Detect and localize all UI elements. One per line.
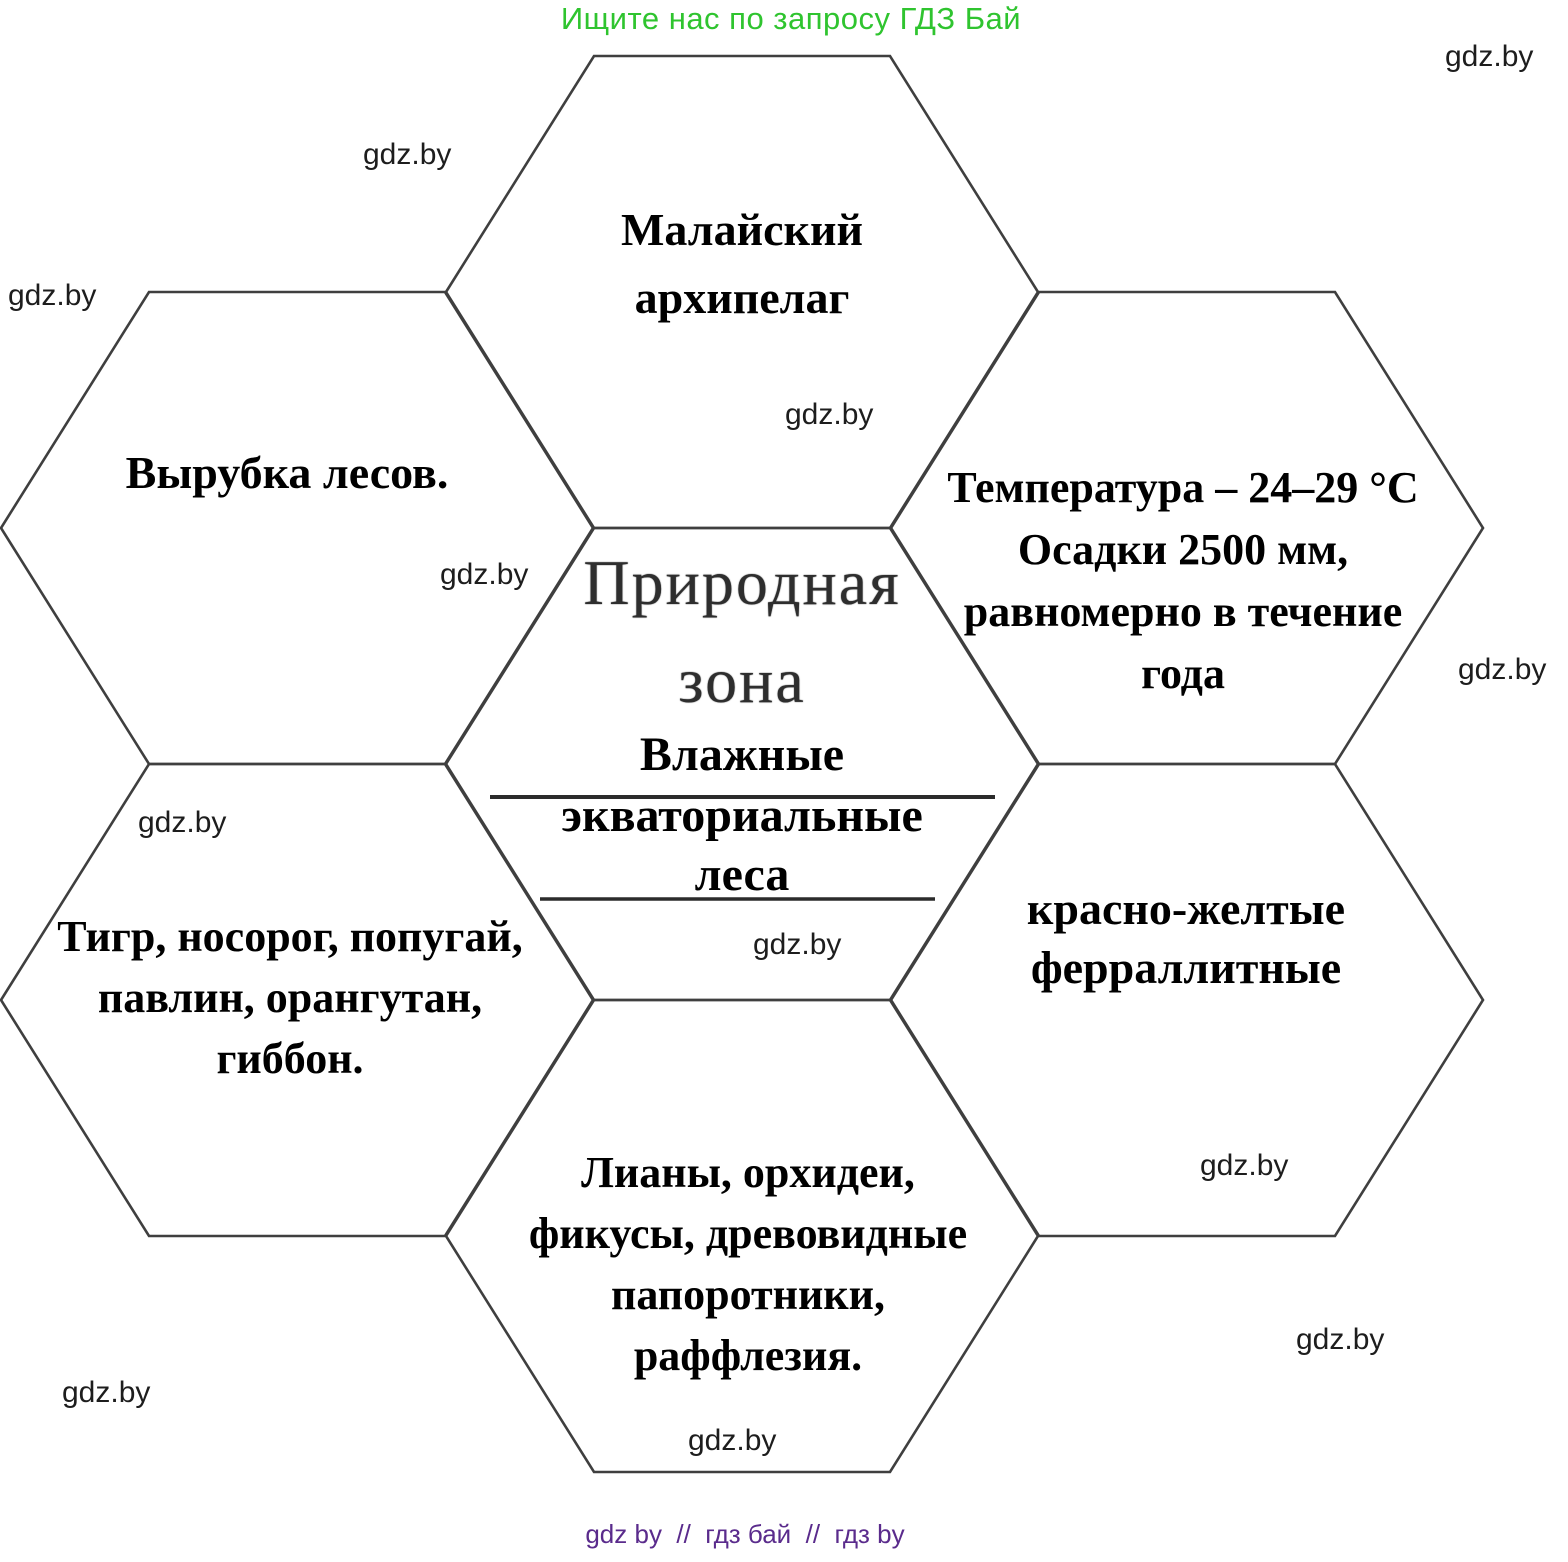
- watermark-text: gdz.by: [753, 928, 842, 961]
- bottom-hexagon-label: Лианы, орхидеи, фикусы, древовидные папо…: [488, 1142, 1008, 1386]
- footer-site-links: gdz by // гдз бай // гдз by: [585, 1519, 905, 1549]
- center-hexagon-answer-line1: Влажные: [639, 728, 845, 781]
- label-line: ферраллитные: [1030, 942, 1342, 993]
- label-line: Тигр, носорог, попугай,: [57, 912, 523, 961]
- watermark-text: gdz.by: [8, 279, 97, 312]
- label-line: Лианы, орхидеи,: [581, 1148, 915, 1197]
- top-left-hexagon-label: Вырубка лесов.: [47, 445, 527, 501]
- watermark-text: gdz.by: [363, 138, 452, 171]
- watermark-text: gdz.by: [1296, 1323, 1385, 1356]
- bottom-left-hexagon-label: Тигр, носорог, попугай, павлин, орангута…: [10, 906, 570, 1089]
- label-line: красно-желтые: [1026, 883, 1346, 934]
- bottom-right-hexagon-label: красно-желтые ферраллитные: [956, 879, 1416, 997]
- label-line: фикусы, древовидные: [528, 1209, 968, 1258]
- top-hexagon-label: Малайский архипелаг: [542, 196, 942, 332]
- label-line: Малайский: [620, 204, 864, 255]
- label-line: Температура – 24–29 °C: [947, 463, 1419, 512]
- promo-banner: Ищите нас по запросу ГДЗ Бай: [560, 1, 1022, 36]
- label-line: павлин, орангутан,: [97, 973, 483, 1022]
- watermark-text: gdz.by: [688, 1424, 777, 1457]
- watermark-text: gdz.by: [1458, 653, 1547, 686]
- label-line: равномерно в течение: [963, 587, 1403, 636]
- watermark-text: gdz.by: [440, 558, 529, 591]
- label-line: папоротники,: [610, 1270, 886, 1319]
- center-hexagon-answer-line3: леса: [694, 848, 790, 901]
- center-hexagon-heading-line2: зона: [678, 645, 806, 716]
- label-line: архипелаг: [634, 272, 850, 323]
- watermark-text: gdz.by: [138, 806, 227, 839]
- label-line: года: [1141, 649, 1225, 698]
- watermark-text: gdz.by: [785, 398, 874, 431]
- center-hexagon-heading-line1: Природная: [583, 547, 901, 618]
- label-line: Вырубка лесов.: [125, 447, 449, 498]
- label-line: Осадки 2500 мм,: [1017, 525, 1349, 574]
- watermark-text: gdz.by: [1200, 1149, 1289, 1182]
- label-line: гиббон.: [216, 1034, 364, 1083]
- hexagon-bottom-outline: [444, 998, 1040, 1474]
- label-line: раффлезия.: [633, 1331, 863, 1380]
- top-right-hexagon-label: Температура – 24–29 °C Осадки 2500 мм, р…: [913, 457, 1453, 705]
- center-hexagon-answer-line2: экваториальные: [561, 789, 923, 842]
- watermark-text: gdz.by: [1445, 40, 1534, 73]
- watermark-text: gdz.by: [62, 1376, 151, 1409]
